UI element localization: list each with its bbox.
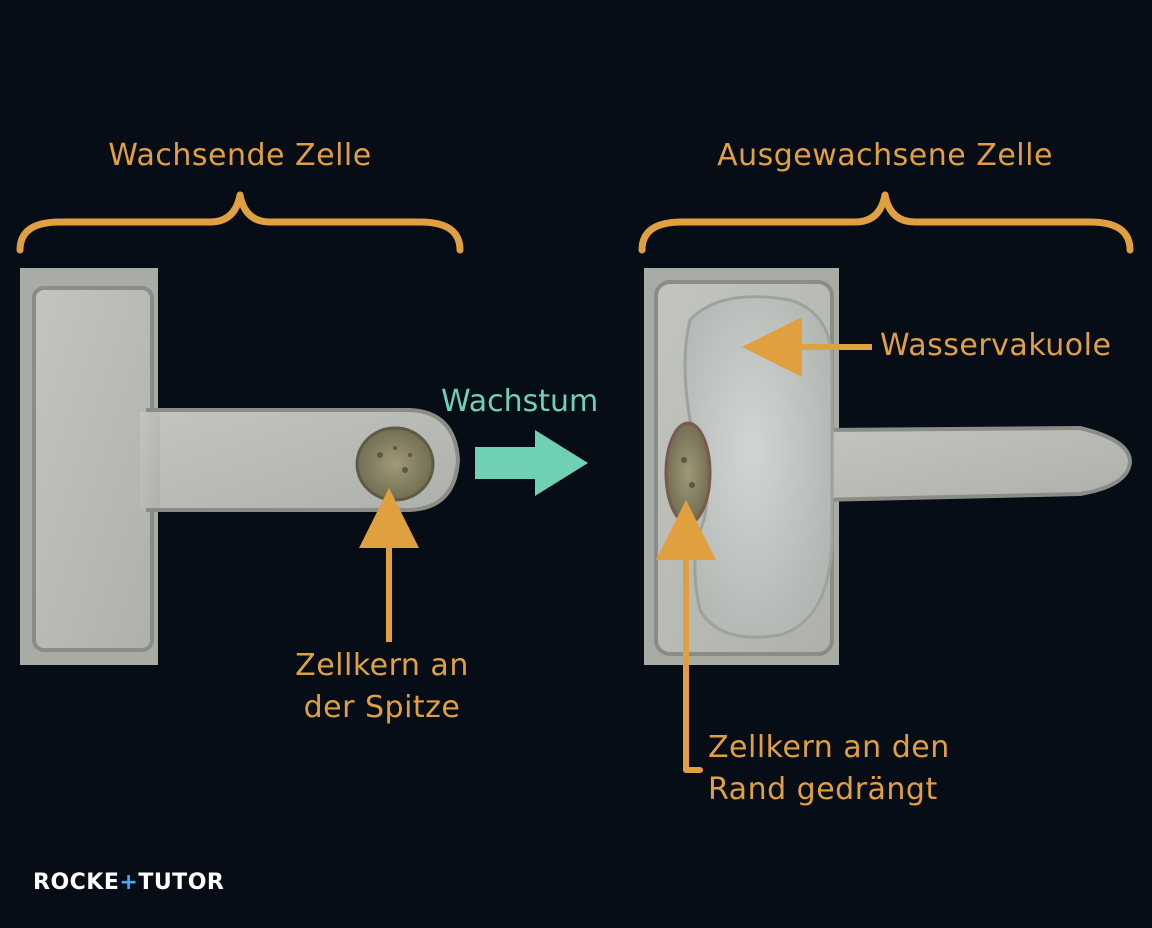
title-grown-cell: Ausgewachsene Zelle: [717, 138, 1053, 173]
brace-right: [638, 191, 1134, 254]
nucleus-edge-label: Zellkern an den Rand gedrängt: [708, 727, 950, 811]
rockettutor-logo: ROCKE+TUTOR: [33, 870, 224, 895]
nucleus-tip: [355, 426, 435, 502]
growth-label: Wachstum: [441, 384, 599, 419]
title-growing-cell: Wachsende Zelle: [108, 138, 372, 173]
brace-left: [16, 191, 464, 254]
nucleus-tip-label: Zellkern an der Spitze: [282, 645, 482, 729]
nucleus-edge-label-line2: Rand gedrängt: [708, 772, 938, 807]
micrograph-growing-cell: [20, 268, 461, 665]
logo-part1: ROCKE: [33, 870, 120, 895]
nucleus-tip-label-line2: der Spitze: [303, 690, 461, 725]
logo-plus: +: [119, 870, 139, 895]
logo-part2: TUTOR: [138, 870, 225, 895]
nucleus-tip-label-line1: Zellkern an: [295, 648, 469, 683]
vacuole-label: Wasservakuole: [880, 328, 1112, 363]
nucleus-edge: [664, 421, 712, 525]
growth-arrow: [475, 430, 588, 496]
nucleus-edge-label-line1: Zellkern an den: [708, 730, 950, 765]
